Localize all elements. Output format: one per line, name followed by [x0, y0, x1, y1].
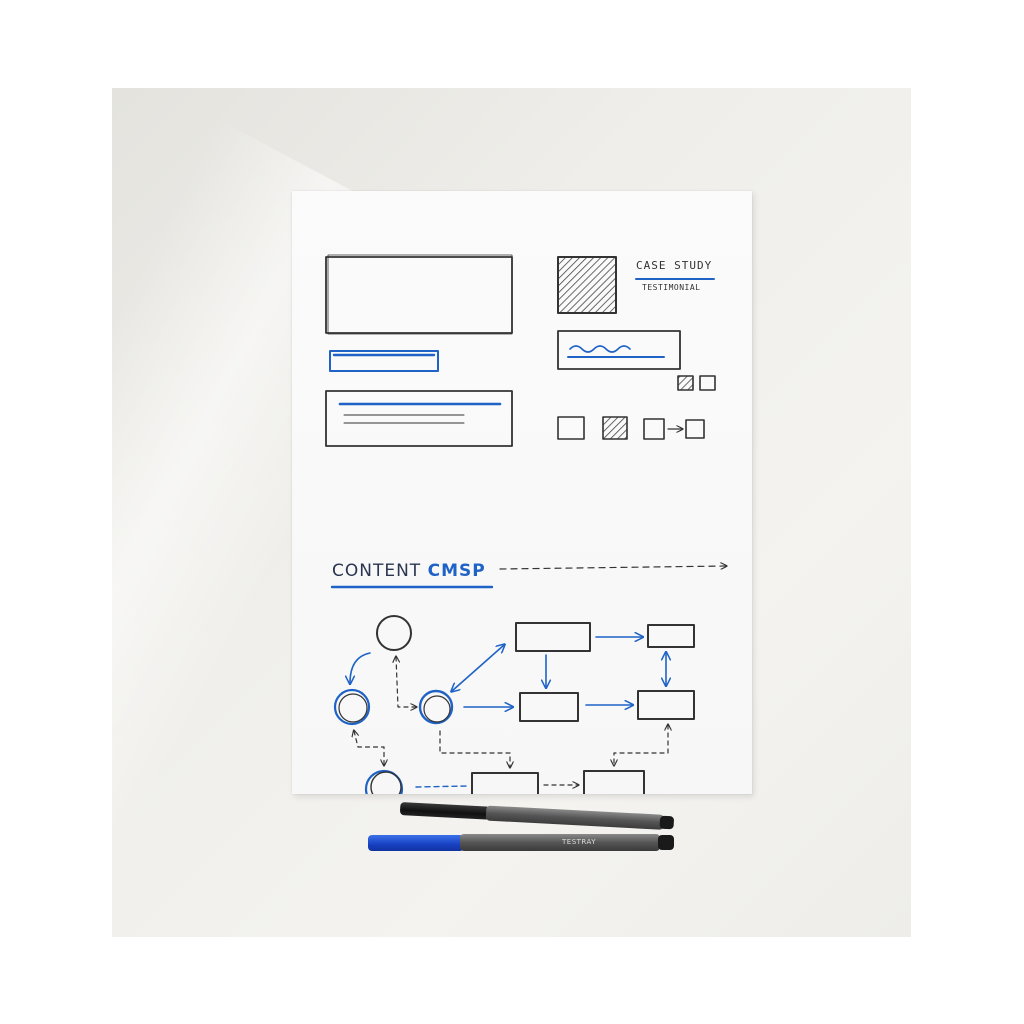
- content-dashed-arrow: [499, 566, 726, 569]
- blue-pen-label: TESTRAY: [562, 838, 597, 846]
- flow-box-3: [519, 692, 579, 722]
- content-cmsp-label: CONTENT CMSP: [332, 561, 486, 581]
- flow-box-4: [637, 690, 695, 720]
- squiggle-box: [557, 330, 681, 370]
- text-block-box: [325, 390, 513, 447]
- testimonial-label: TESTIMONIAL: [642, 283, 701, 292]
- black-pen-end: [659, 815, 675, 830]
- black-pen-barrel: [485, 805, 665, 830]
- cmsp-word: CMSP: [427, 561, 486, 581]
- flow-node-left: [333, 688, 371, 726]
- case-study-label: CASE STUDY: [636, 259, 713, 272]
- flow-box-5: [471, 772, 539, 794]
- wireframe-sketch: [325, 254, 752, 794]
- flow-box-6: [583, 770, 645, 794]
- flow-diagram: [333, 615, 695, 794]
- flow-box-2: [647, 624, 695, 648]
- flow-box-1: [515, 622, 591, 652]
- flow-node-mid: [418, 689, 454, 725]
- blue-marker-pen: TESTRAY: [368, 833, 674, 855]
- blue-button-box: [329, 350, 439, 372]
- small-squares-row-2: [557, 416, 705, 440]
- flow-node-bottom: [364, 769, 404, 794]
- small-squares-row-1: [677, 375, 716, 391]
- flow-node-top: [376, 615, 412, 651]
- photo-backdrop: CASE STUDY TESTIMONIAL CONTENT CMSP TEST…: [112, 88, 911, 937]
- blue-pen-cap: [368, 835, 464, 851]
- content-word: CONTENT: [332, 561, 422, 581]
- hero-image-box: [325, 254, 513, 335]
- sketch-paper: CASE STUDY TESTIMONIAL CONTENT CMSP: [292, 191, 752, 794]
- blue-pen-barrel: [460, 834, 660, 851]
- black-pen-cap: [399, 802, 491, 820]
- blue-pen-end: [658, 835, 674, 850]
- hatched-thumbnail: [557, 256, 617, 314]
